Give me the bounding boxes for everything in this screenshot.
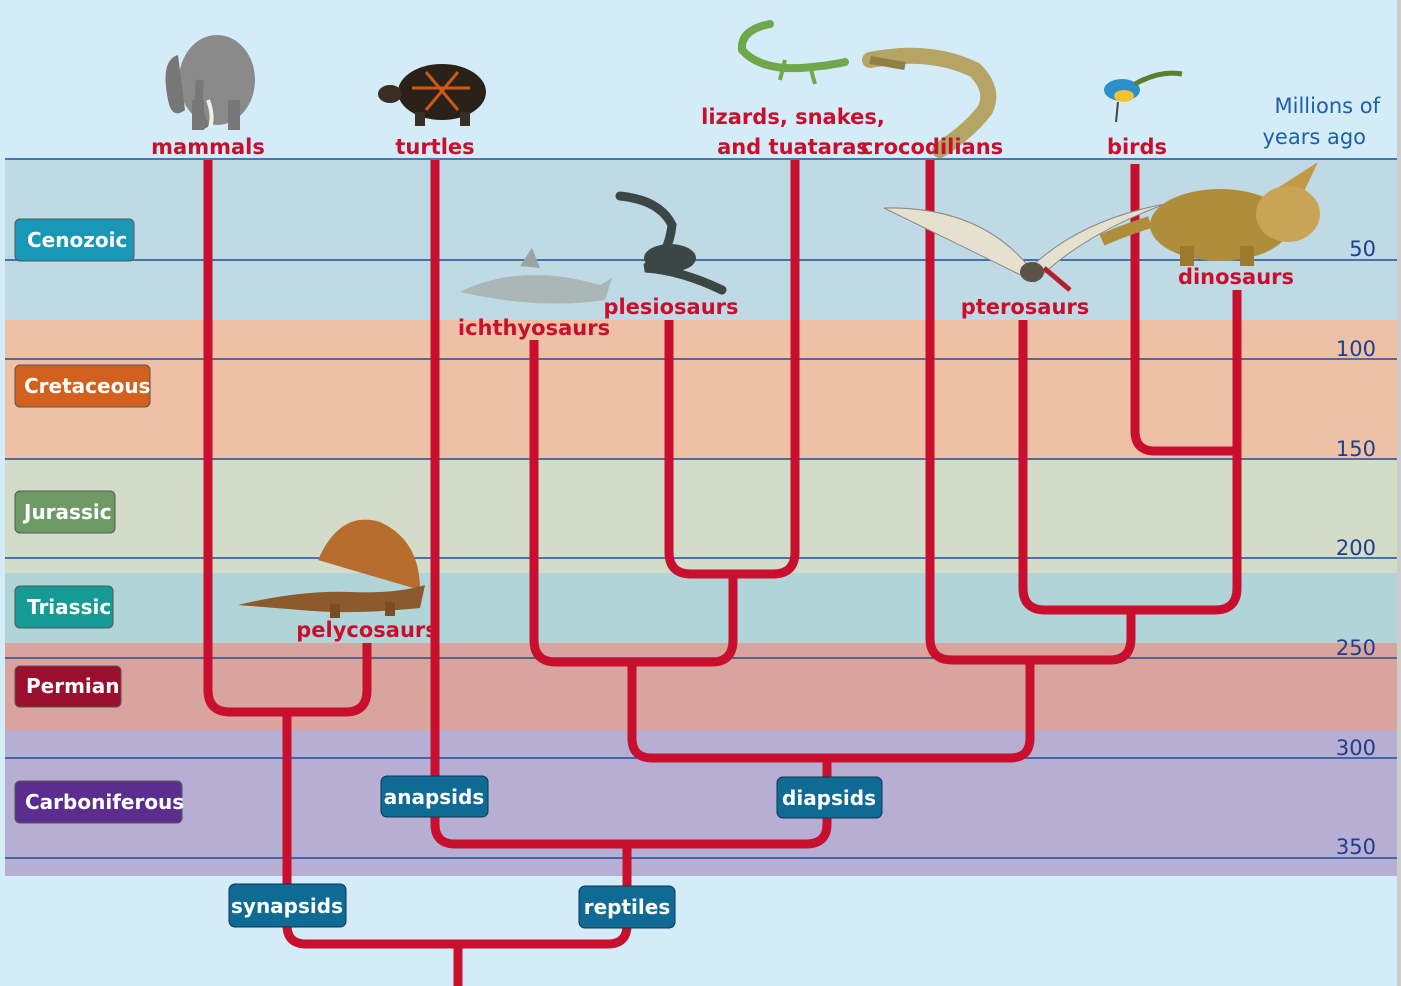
- axis-title-line2: years ago: [1262, 125, 1366, 149]
- taxon-lizards-line1: lizards, snakes,: [701, 105, 885, 129]
- taxon-ichthyosaurs: ichthyosaurs: [458, 316, 610, 340]
- period-cenozoic: Cenozoic: [15, 219, 134, 261]
- period-carboniferous: Carboniferous: [15, 781, 184, 823]
- band-permian: [5, 643, 1397, 730]
- group-anapsids: anapsids: [381, 776, 488, 817]
- tick-label: 350: [1336, 835, 1376, 859]
- taxon-pterosaurs: pterosaurs: [961, 295, 1090, 319]
- tick-label: 150: [1336, 437, 1376, 461]
- band-jurassic: [5, 460, 1397, 573]
- tick-label: 250: [1336, 636, 1376, 660]
- taxon-lizards-line2: and tuataras: [717, 135, 869, 159]
- taxon-crocodilians: crocodilians: [861, 135, 1003, 159]
- group-label: anapsids: [384, 785, 485, 809]
- tick-label: 50: [1349, 237, 1376, 261]
- taxon-pelycosaurs: pelycosaurs: [296, 618, 438, 642]
- period-cretaceous: Cretaceous: [15, 365, 150, 407]
- period-label: Jurassic: [22, 500, 112, 524]
- tick-label: 100: [1336, 337, 1376, 361]
- taxon-mammals: mammals: [151, 135, 265, 159]
- group-label: synapsids: [231, 894, 343, 918]
- period-label: Cretaceous: [24, 374, 150, 398]
- taxon-dinosaurs: dinosaurs: [1178, 265, 1294, 289]
- group-diapsids: diapsids: [777, 777, 882, 818]
- period-label: Carboniferous: [25, 790, 184, 814]
- group-reptiles: reptiles: [579, 886, 675, 928]
- taxon-turtles: turtles: [395, 135, 474, 159]
- axis-title-line1: Millions of: [1275, 94, 1381, 118]
- tick-label: 300: [1336, 736, 1376, 760]
- band-carboniferous: [5, 730, 1397, 876]
- period-label: Permian: [26, 674, 120, 698]
- period-permian: Permian: [15, 666, 121, 707]
- page-edge: [1397, 0, 1401, 986]
- tick-label: 200: [1336, 536, 1376, 560]
- taxon-birds: birds: [1107, 135, 1167, 159]
- period-label: Triassic: [27, 595, 111, 619]
- taxon-plesiosaurs: plesiosaurs: [603, 295, 738, 319]
- group-synapsids: synapsids: [229, 884, 346, 927]
- group-label: diapsids: [782, 786, 876, 810]
- band-cretaceous: [5, 320, 1397, 460]
- period-jurassic: Jurassic: [15, 491, 115, 533]
- group-label: reptiles: [584, 895, 670, 919]
- period-label: Cenozoic: [27, 228, 127, 252]
- period-triassic: Triassic: [15, 586, 113, 628]
